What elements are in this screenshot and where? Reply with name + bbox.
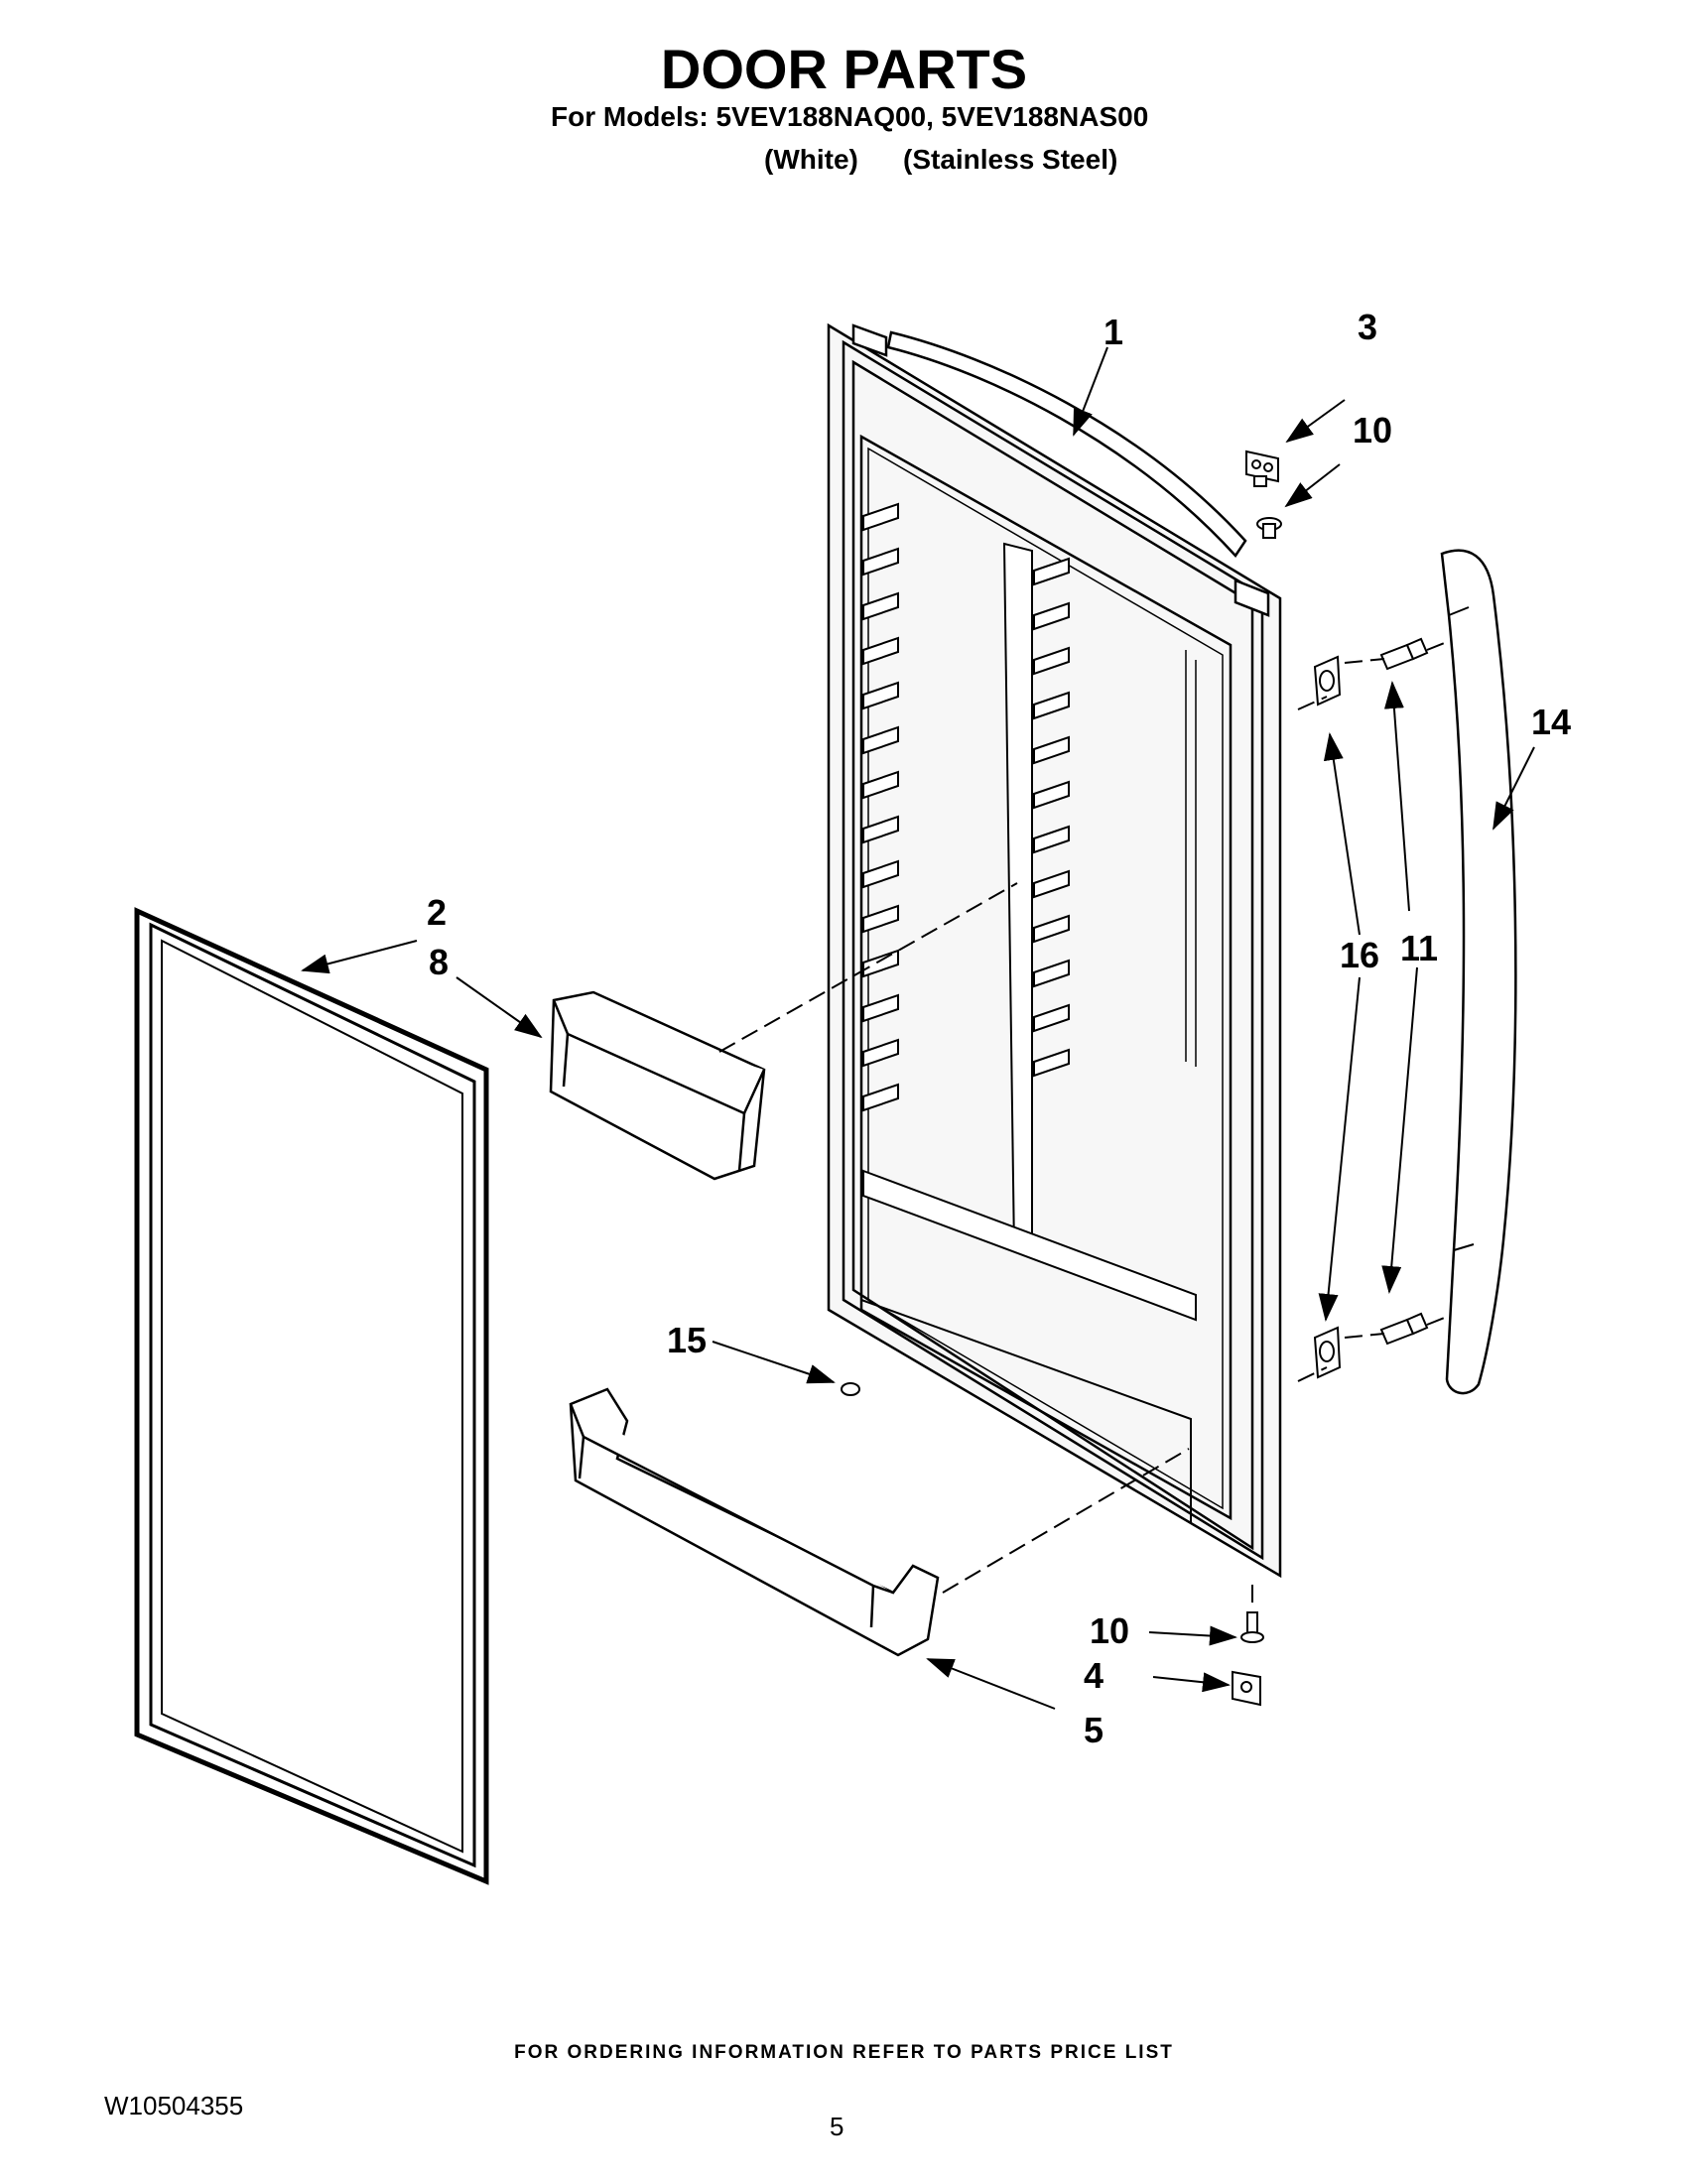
callout-3: 3	[1358, 307, 1377, 347]
door-liner-assembly	[827, 322, 1282, 1579]
models-line: For Models: 5VEV188NAQ00, 5VEV188NAS00	[551, 101, 1149, 132]
callout-14: 14	[1531, 702, 1571, 742]
callout-10-top: 10	[1353, 410, 1392, 450]
callout-16: 16	[1340, 935, 1379, 975]
callout-8: 8	[429, 942, 449, 982]
assembly-lines	[718, 641, 1448, 1609]
page-title: DOOR PARTS	[660, 38, 1028, 100]
page-number: 5	[830, 2112, 844, 2141]
hinge-bushing-bottom	[1240, 1611, 1264, 1643]
top-hinge	[1245, 450, 1279, 487]
door-bin-bottom	[569, 1387, 940, 1657]
liner-shelf-ribs-left	[862, 502, 899, 1112]
variant-white: (White)	[764, 144, 858, 175]
variant-stainless: (Stainless Steel)	[903, 144, 1118, 175]
callout-2: 2	[427, 892, 447, 933]
bottom-hinge	[1232, 1670, 1261, 1707]
liner-shelf-ribs-right	[1033, 557, 1070, 1078]
door-plug	[841, 1382, 860, 1396]
handle-screw-top	[1379, 637, 1429, 671]
door-bin-small	[549, 990, 766, 1181]
callout-11: 11	[1400, 928, 1438, 968]
leader-arrows	[301, 346, 1535, 1710]
callout-1: 1	[1104, 312, 1123, 352]
handle-screw-bottom	[1379, 1312, 1429, 1346]
callout-5: 5	[1084, 1710, 1104, 1750]
door-handle	[1440, 549, 1517, 1395]
door-gasket	[134, 907, 489, 1885]
handle-mount-clip-top	[1313, 655, 1342, 707]
callout-10-bottom: 10	[1090, 1610, 1129, 1651]
ordering-note: FOR ORDERING INFORMATION REFER TO PARTS …	[514, 2042, 1174, 2063]
hinge-bushing-top	[1256, 517, 1282, 539]
handle-mount-clip-bottom	[1313, 1326, 1342, 1379]
document-number: W10504355	[104, 2091, 244, 2120]
callout-15: 15	[667, 1320, 707, 1360]
callout-4: 4	[1084, 1655, 1104, 1696]
